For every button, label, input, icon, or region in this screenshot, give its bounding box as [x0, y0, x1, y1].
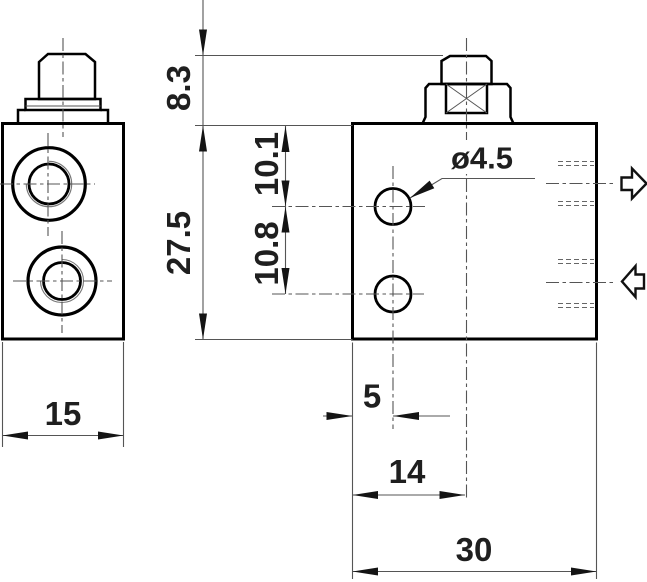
- dimensions: 15 8.3 27.5 10.1 10.8: [1, 0, 598, 579]
- front-upper-port-thread-arc: [25, 160, 73, 208]
- side-body-block: [351, 122, 598, 341]
- front-view: [0, 38, 125, 341]
- dim-side-width: 30: [351, 342, 598, 579]
- front-nut-cap: [37, 52, 97, 101]
- dim-label-body-height: 27.5: [160, 211, 197, 275]
- flow-out-arrow-icon: [620, 165, 647, 202]
- dim-label-upper-hole-offset: 10.1: [248, 132, 285, 196]
- dim-label-axis-offset: 14: [389, 453, 426, 490]
- flow-in-arrow-icon: [620, 262, 646, 301]
- front-nut-base-step: [16, 108, 110, 124]
- dim-front-width: 15: [1, 342, 125, 447]
- dim-heights: 8.3 27.5: [160, 0, 443, 341]
- dim-label-hole-spacing: 10.8: [248, 221, 285, 285]
- dim-hole-positions: 10.1 10.8: [248, 125, 290, 294]
- side-nut-seal-cross-2: [445, 83, 488, 114]
- side-lower-port-hidden-lines: [558, 259, 594, 308]
- dim-hole-diameter: ø4.5: [409, 140, 535, 199]
- dim-label-front-width: 15: [45, 395, 82, 432]
- side-nut-flange: [421, 82, 515, 125]
- front-lower-port-thread-arc: [39, 258, 85, 304]
- dim-label-hole-diameter: ø4.5: [451, 141, 513, 176]
- side-upper-port-hidden-lines: [558, 161, 594, 206]
- side-view: [272, 38, 647, 500]
- dim-axis-offset: 14: [352, 453, 465, 499]
- dim-hole-edge-offset: 5: [323, 377, 450, 420]
- dim-label-nut-height: 8.3: [160, 65, 197, 111]
- dim-label-hole-edge-offset: 5: [363, 377, 381, 414]
- front-body-block: [1, 122, 125, 341]
- dim-label-side-width: 30: [456, 531, 493, 568]
